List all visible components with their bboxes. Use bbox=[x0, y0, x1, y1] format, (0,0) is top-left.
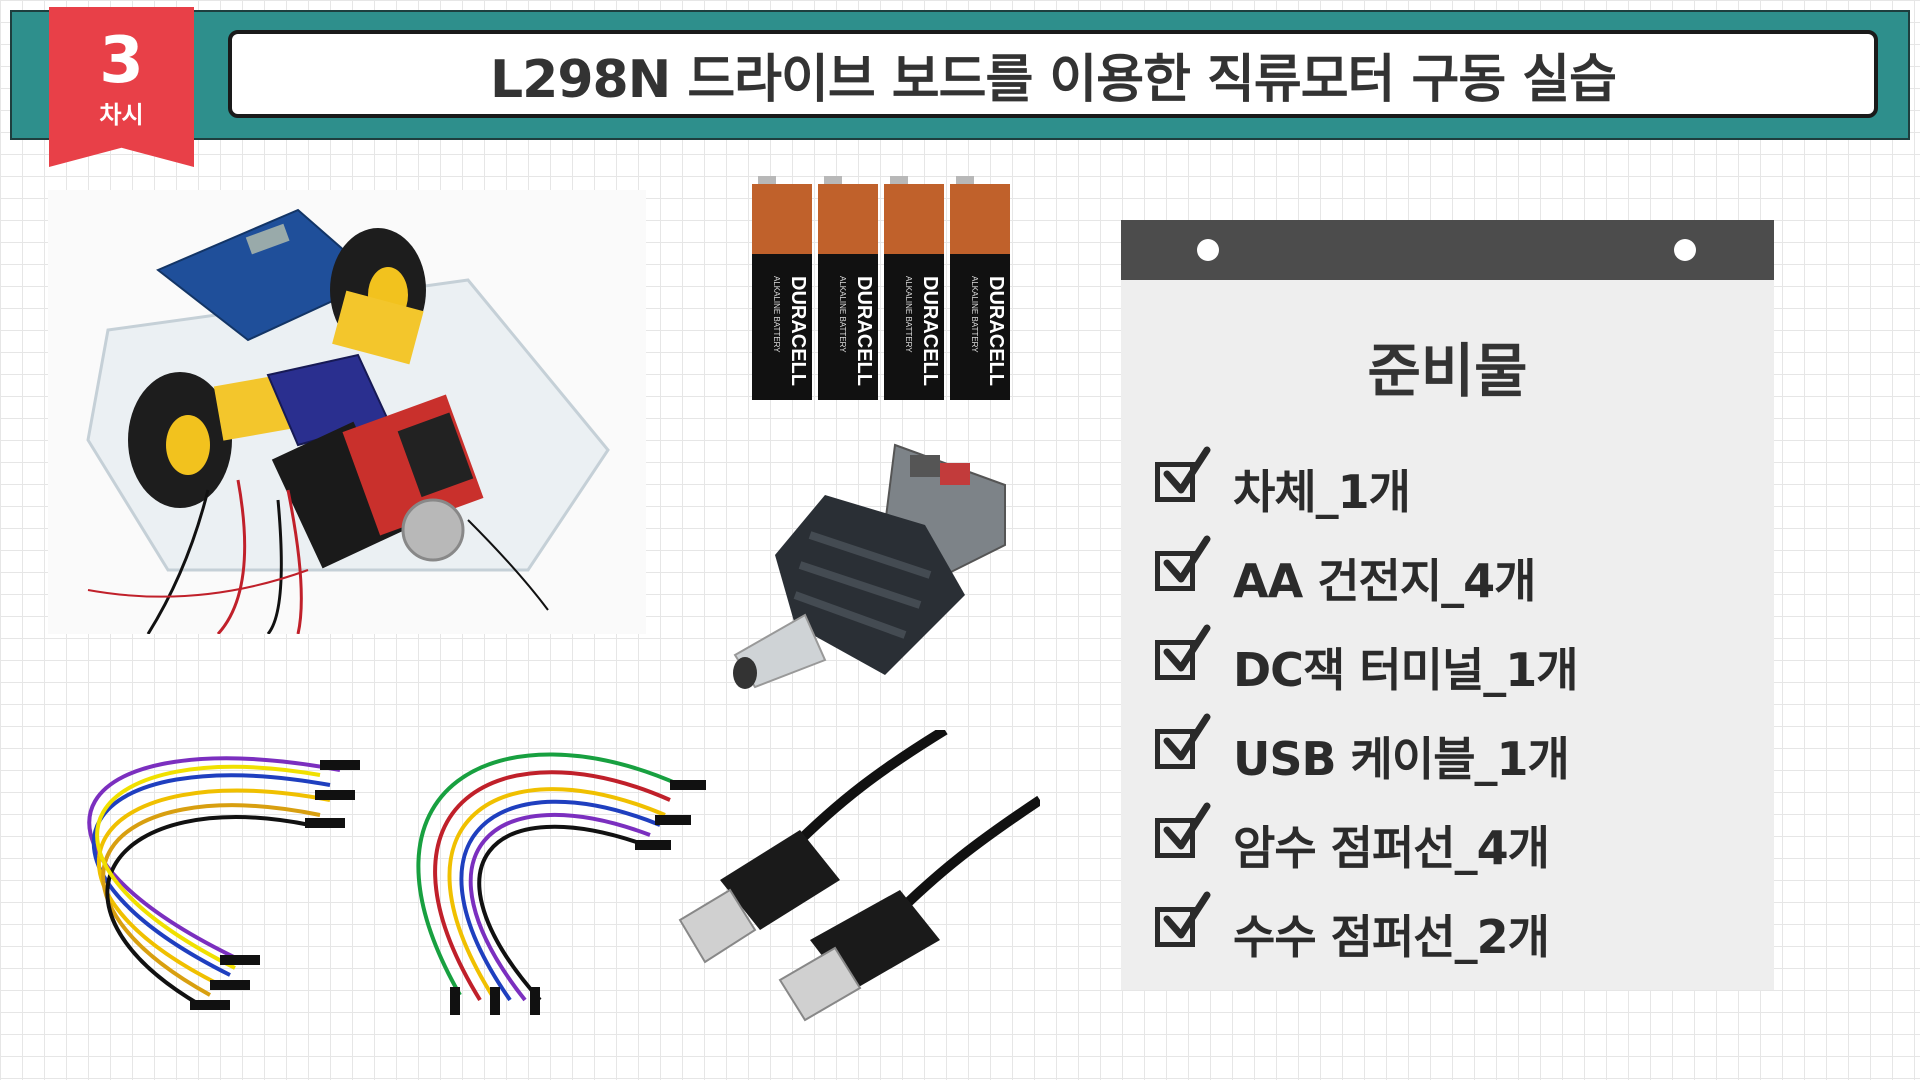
checkbox-icon bbox=[1155, 818, 1195, 858]
supplies-panel: 준비물 차체_1개 AA 건전지_4개 DC잭 터미널_1개 USB 케이블_1… bbox=[1121, 220, 1774, 990]
checkbox-icon bbox=[1155, 462, 1195, 502]
battery: DURACELL ALKALINE BATTERY bbox=[752, 176, 812, 400]
battery: DURACELL ALKALINE BATTERY bbox=[818, 176, 878, 400]
car-chassis-image bbox=[48, 190, 646, 636]
item-label: AA 건전지_4개 bbox=[1233, 554, 1537, 608]
usb-cable-image bbox=[660, 725, 1043, 1030]
pin-icon bbox=[1197, 239, 1219, 261]
battery: DURACELL ALKALINE BATTERY bbox=[884, 176, 944, 400]
dc-jack-image bbox=[715, 425, 1015, 695]
item-label: 차체_1개 bbox=[1233, 465, 1411, 519]
jumper-wires-mm-image bbox=[380, 725, 710, 1015]
battery-sublabel: ALKALINE BATTERY bbox=[970, 276, 979, 353]
jumper-wires-mf-image bbox=[30, 730, 370, 1020]
check-mark-icon bbox=[1163, 891, 1211, 939]
battery-sublabel: ALKALINE BATTERY bbox=[838, 276, 847, 353]
list-item: 수수 점퍼선_2개 bbox=[1121, 889, 1774, 978]
item-label: USB 케이블_1개 bbox=[1233, 732, 1570, 786]
session-number: 3 bbox=[99, 24, 144, 98]
list-item: 암수 점퍼선_4개 bbox=[1121, 800, 1774, 889]
checkbox-icon bbox=[1155, 640, 1195, 680]
battery-brand: DURACELL bbox=[853, 276, 875, 386]
list-item: AA 건전지_4개 bbox=[1121, 533, 1774, 622]
checkbox-icon bbox=[1155, 907, 1195, 947]
checkbox-icon bbox=[1155, 551, 1195, 591]
title-box: L298N 드라이브 보드를 이용한 직류모터 구동 실습 bbox=[228, 30, 1878, 118]
session-badge: 3 차시 bbox=[49, 7, 194, 167]
checkbox-icon bbox=[1155, 729, 1195, 769]
panel-title: 준비물 bbox=[1367, 337, 1528, 405]
check-mark-icon bbox=[1163, 713, 1211, 761]
check-mark-icon bbox=[1163, 446, 1211, 494]
supplies-list: 차체_1개 AA 건전지_4개 DC잭 터미널_1개 USB 케이블_1개 암수… bbox=[1121, 444, 1774, 978]
check-mark-icon bbox=[1163, 624, 1211, 672]
item-label: 수수 점퍼선_2개 bbox=[1233, 910, 1550, 964]
list-item: DC잭 터미널_1개 bbox=[1121, 622, 1774, 711]
check-mark-icon bbox=[1163, 802, 1211, 850]
battery-sublabel: ALKALINE BATTERY bbox=[904, 276, 913, 353]
page-title: L298N 드라이브 보드를 이용한 직류모터 구동 실습 bbox=[490, 49, 1617, 110]
list-item: 차체_1개 bbox=[1121, 444, 1774, 533]
panel-header-bar bbox=[1121, 220, 1774, 280]
item-label: DC잭 터미널_1개 bbox=[1233, 643, 1579, 697]
battery-brand: DURACELL bbox=[919, 276, 941, 386]
list-item: USB 케이블_1개 bbox=[1121, 711, 1774, 800]
item-label: 암수 점퍼선_4개 bbox=[1233, 821, 1550, 875]
battery-brand: DURACELL bbox=[985, 276, 1007, 386]
battery-brand: DURACELL bbox=[787, 276, 809, 386]
pin-icon bbox=[1674, 239, 1696, 261]
session-label: 차시 bbox=[99, 101, 144, 129]
check-mark-icon bbox=[1163, 535, 1211, 583]
battery-sublabel: ALKALINE BATTERY bbox=[772, 276, 781, 353]
batteries-image: DURACELL ALKALINE BATTERY DURACELL ALKAL… bbox=[752, 176, 1016, 404]
battery: DURACELL ALKALINE BATTERY bbox=[950, 176, 1010, 400]
